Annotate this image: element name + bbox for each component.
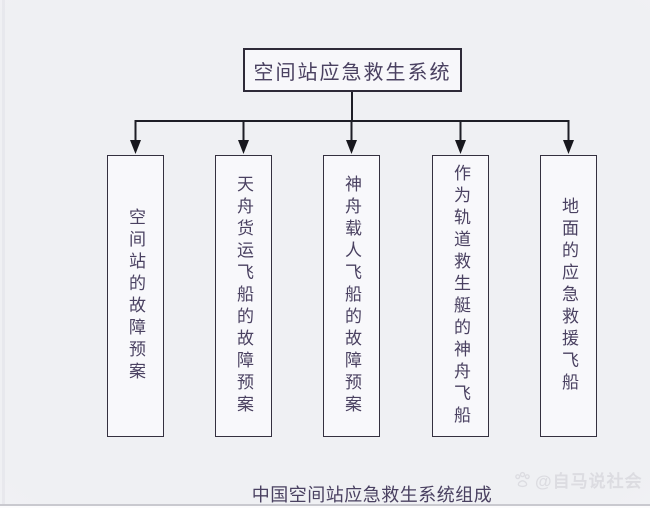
branch-label: 作为轨道救生艇的神舟飞船 [451, 164, 470, 428]
watermark-handle: @自马说社会 [535, 472, 643, 491]
watermark: @自马说社会 [513, 467, 643, 492]
diagram-caption: 中国空间站应急救生系统组成 [251, 485, 493, 505]
branch-node-orbital-lifeboat: 作为轨道救生艇的神舟飞船 [432, 155, 489, 437]
branch-node-ground-rescue: 地面的应急救援飞船 [540, 155, 597, 437]
branch-label: 神舟载人飞船的故障预案 [342, 175, 361, 417]
branch-node-station-plan: 空间站的故障预案 [107, 155, 164, 437]
paw-icon [515, 471, 530, 488]
photo-edge-left [2, 0, 5, 508]
branch-label: 地面的应急救援飞船 [559, 197, 578, 395]
root-node: 空间站应急救生系统 [243, 48, 462, 92]
branch-label: 空间站的故障预案 [126, 208, 145, 384]
branch-node-shenzhou-plan: 神舟载人飞船的故障预案 [323, 155, 380, 437]
root-node-label: 空间站应急救生系统 [253, 61, 452, 84]
branch-node-tianzhou-plan: 天舟货运飞船的故障预案 [215, 155, 272, 437]
photo-edge-bottom [0, 504, 650, 506]
arrowhead-icons [130, 140, 574, 154]
branch-label: 天舟货运飞船的故障预案 [234, 175, 253, 417]
photo-edge-bottom-light [0, 505, 650, 508]
